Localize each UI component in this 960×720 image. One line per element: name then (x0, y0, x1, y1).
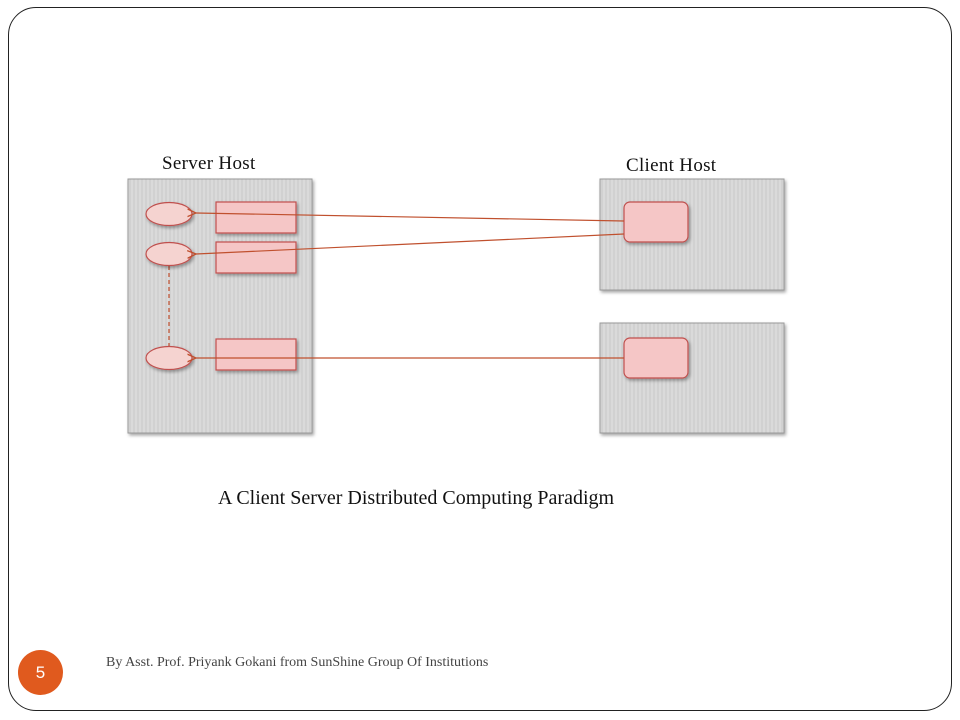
client-process-1 (623, 201, 689, 243)
page-number-badge: 5 (18, 650, 63, 695)
server-service-3 (215, 338, 297, 371)
request-arrow-2 (196, 233, 625, 254)
client-process-2 (623, 337, 689, 379)
client-host-label: Client Host (626, 155, 717, 176)
server-process-3 (145, 345, 193, 371)
server-host-label: Server Host (162, 153, 256, 174)
server-service-1 (215, 201, 297, 234)
server-process-2 (145, 241, 193, 267)
diagram-caption: A Client Server Distributed Computing Pa… (218, 487, 615, 509)
server-process-1 (145, 201, 193, 227)
request-arrow-1 (196, 213, 625, 222)
footer-credit: By Asst. Prof. Priyank Gokani from SunSh… (106, 655, 489, 670)
server-service-2 (215, 241, 297, 274)
